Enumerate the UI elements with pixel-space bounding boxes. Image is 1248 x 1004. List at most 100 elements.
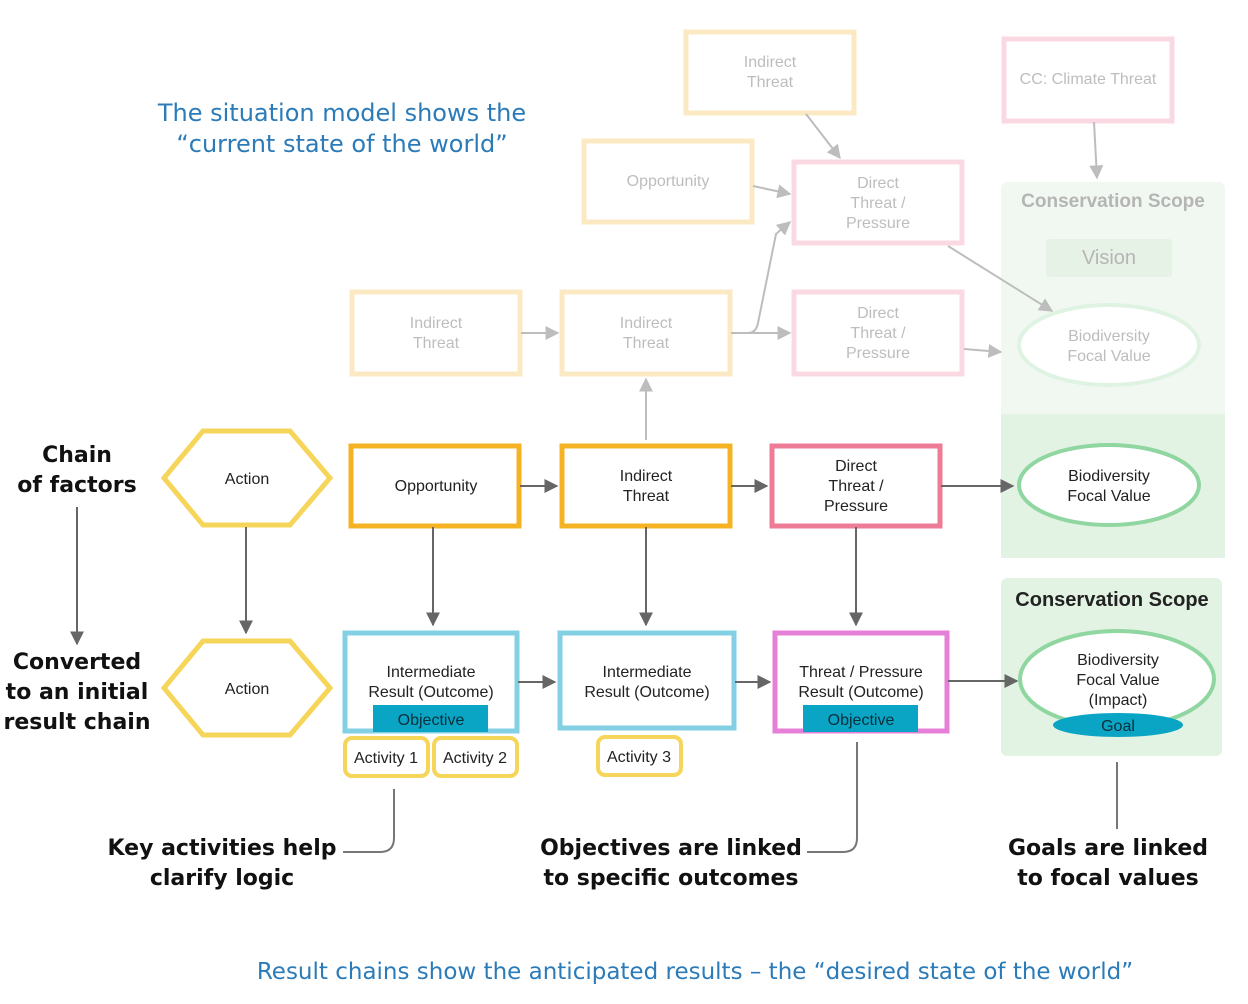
faded-arrow-indirect-to-direct bbox=[805, 113, 841, 160]
faded-vision-label: Vision bbox=[1082, 247, 1136, 269]
converted-label-line1: Converted bbox=[13, 650, 141, 675]
chain-direct-threat-line2: Threat / bbox=[828, 478, 884, 495]
faded-arrow-mid-branch-up bbox=[731, 221, 792, 334]
intermediate-result-2-line1: Intermediate bbox=[603, 664, 692, 681]
objective-2-label: Objective bbox=[828, 712, 895, 729]
faded-indirect-threat-mid-line1: Indirect bbox=[620, 315, 673, 332]
chain-label-line1: Chain bbox=[42, 443, 112, 468]
faded-direct-threat-a-line3: Pressure bbox=[846, 215, 910, 232]
objective-2-badge bbox=[803, 705, 918, 732]
callouts: Key activities help clarify logic Object… bbox=[107, 836, 1208, 891]
converted-label-line2: to an initial bbox=[6, 680, 149, 705]
faded-arrow-direct-b-to-biodiv bbox=[963, 344, 1003, 358]
intermediate-result-1-line2: Result (Outcome) bbox=[368, 684, 493, 701]
side-label-chain: Chain of factors bbox=[17, 443, 136, 498]
faded-arrow-opportunity-to-direct bbox=[752, 184, 792, 199]
chain-of-factors: Action Opportunity Indirect Threat Direc… bbox=[160, 428, 1201, 529]
situation-heading-line1: The situation model shows the bbox=[157, 99, 526, 127]
faded-direct-threat-b bbox=[791, 289, 965, 377]
situation-heading-line2: “current state of the world” bbox=[176, 130, 507, 158]
chain-direct-threat-box bbox=[769, 443, 943, 529]
result-action-label: Action bbox=[225, 681, 269, 698]
faded-direct-threat-a bbox=[791, 159, 965, 246]
connector-key-activities bbox=[343, 789, 395, 853]
faded-biodiversity-ellipse bbox=[1017, 303, 1201, 387]
faded-direct-threat-b-line3: Pressure bbox=[846, 345, 910, 362]
chain-opportunity-box bbox=[348, 443, 522, 529]
result-action-hexagon bbox=[160, 638, 334, 738]
faded-direct-threat-a-line2: Threat / bbox=[850, 195, 906, 212]
callout-goals-line2: to focal values bbox=[1017, 866, 1198, 891]
callout-goals-line1: Goals are linked bbox=[1008, 836, 1208, 861]
chain-indirect-threat-line1: Indirect bbox=[620, 468, 673, 485]
callout-key-line2: clarify logic bbox=[150, 866, 294, 891]
side-label-converted: Converted to an initial result chain bbox=[4, 650, 151, 735]
chain-biodiversity-line2: Focal Value bbox=[1067, 488, 1150, 505]
result-scope-title: Conservation Scope bbox=[1015, 589, 1208, 611]
impact-line2: Focal Value bbox=[1076, 672, 1159, 689]
faded-biodiversity-line1: Biodiversity bbox=[1068, 328, 1150, 345]
activity-3-box bbox=[596, 735, 683, 777]
faded-opportunity-label: Opportunity bbox=[627, 173, 710, 190]
faded-direct-threat-b-line1: Direct bbox=[857, 305, 899, 322]
chain-arrows bbox=[239, 479, 1015, 635]
goal-label: Goal bbox=[1101, 718, 1135, 735]
objective-1-badge bbox=[373, 705, 488, 732]
situation-heading: The situation model shows the “current s… bbox=[157, 99, 526, 158]
intermediate-result-2-box bbox=[557, 630, 737, 731]
faded-scope-title: Conservation Scope bbox=[1021, 191, 1205, 212]
faded-vision-box bbox=[1046, 239, 1172, 277]
faded-indirect-threat-mid-line2: Threat bbox=[623, 335, 670, 352]
chain-indirect-threat-box bbox=[559, 443, 733, 529]
faded-direct-threat-b-line2: Threat / bbox=[850, 325, 906, 342]
result-arrows bbox=[518, 674, 1019, 689]
faded-biodiversity-line2: Focal Value bbox=[1067, 348, 1150, 365]
chain-direct-threat-line3: Pressure bbox=[824, 498, 888, 515]
activity-3-label: Activity 3 bbox=[607, 749, 671, 766]
faded-arrow-direct-to-biodiv bbox=[947, 245, 1054, 312]
faded-indirect-threat-mid bbox=[559, 289, 733, 377]
callout-obj-line1: Objectives are linked bbox=[540, 836, 802, 861]
callout-obj-line2: to specific outcomes bbox=[543, 866, 798, 891]
converted-label-line3: result chain bbox=[4, 710, 151, 735]
intermediate-result-2-line2: Result (Outcome) bbox=[584, 684, 709, 701]
activity-2-box bbox=[432, 736, 519, 778]
situation-model-faded: Indirect Threat CC: Climate Threat Oppor… bbox=[349, 29, 1205, 387]
activity-2-label: Activity 2 bbox=[443, 750, 507, 767]
faded-indirect-threat-top-line2: Threat bbox=[747, 74, 794, 91]
faded-opportunity bbox=[581, 138, 755, 225]
activity-1-box bbox=[343, 736, 430, 778]
activity-1-label: Activity 1 bbox=[354, 750, 418, 767]
faded-indirect-threat-left bbox=[349, 289, 523, 377]
goal-badge bbox=[1053, 713, 1183, 737]
faded-indirect-threat-left-line2: Threat bbox=[413, 335, 460, 352]
impact-line3: (Impact) bbox=[1089, 692, 1148, 709]
callout-connectors bbox=[343, 742, 1118, 853]
chain-opportunity-label: Opportunity bbox=[395, 478, 478, 495]
threat-pressure-result-line2: Result (Outcome) bbox=[798, 684, 923, 701]
faded-indirect-threat-top bbox=[683, 29, 857, 116]
chain-action-label: Action bbox=[225, 471, 269, 488]
connector-objectives bbox=[807, 742, 858, 853]
chain-biodiversity-line1: Biodiversity bbox=[1068, 468, 1150, 485]
faded-direct-threat-a-line1: Direct bbox=[857, 175, 899, 192]
faded-cc-climate-threat bbox=[1001, 36, 1175, 124]
objective-1-label: Objective bbox=[398, 712, 465, 729]
callout-key-line1: Key activities help bbox=[107, 836, 336, 861]
faded-arrow-cc-to-scope bbox=[1089, 121, 1104, 180]
faded-arrows bbox=[521, 113, 1104, 440]
faded-cc-climate-threat-label: CC: Climate Threat bbox=[1020, 71, 1157, 88]
intermediate-result-1-line1: Intermediate bbox=[387, 664, 476, 681]
faded-indirect-threat-left-line1: Indirect bbox=[410, 315, 463, 332]
result-chains-heading: Result chains show the anticipated resul… bbox=[257, 959, 1133, 985]
impact-line1: Biodiversity bbox=[1077, 652, 1159, 669]
chain-biodiversity-ellipse bbox=[1017, 443, 1201, 527]
faded-indirect-threat-top-line1: Indirect bbox=[744, 54, 797, 71]
result-chain: Action Intermediate Result (Outcome) Obj… bbox=[160, 589, 1216, 778]
chain-direct-threat-line1: Direct bbox=[835, 458, 877, 475]
chain-label-line2: of factors bbox=[17, 473, 136, 498]
threat-pressure-result-line1: Threat / Pressure bbox=[799, 664, 923, 681]
chain-action-hexagon bbox=[160, 428, 334, 528]
